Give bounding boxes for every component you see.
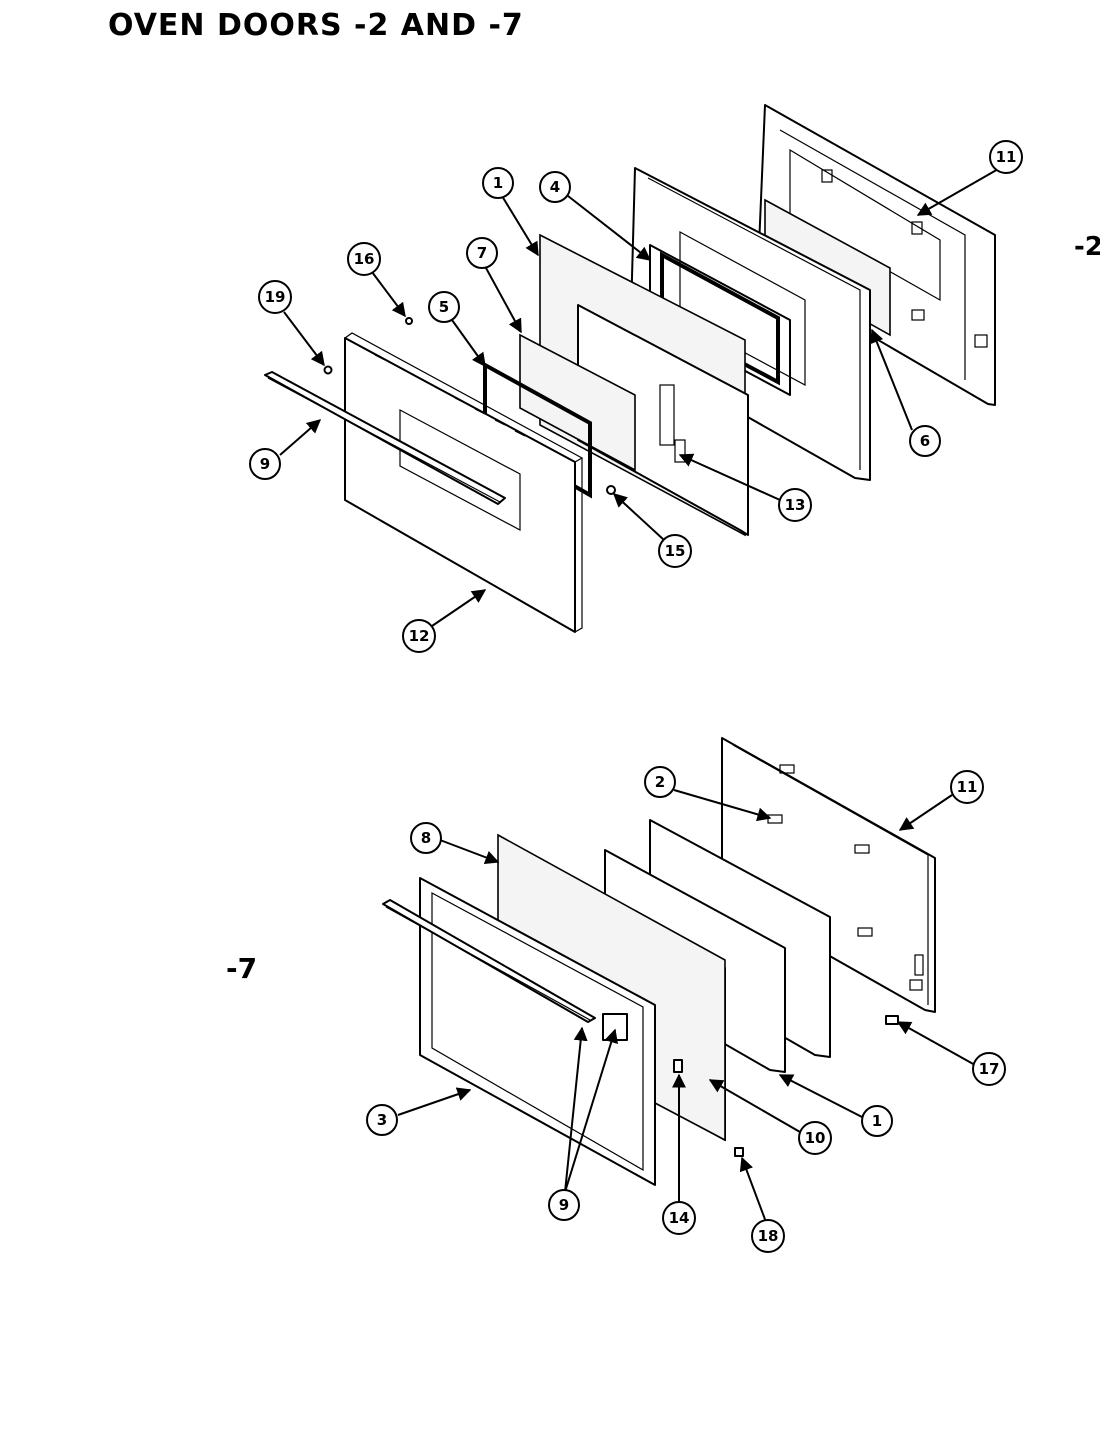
screw-16 [405,317,413,325]
callout-14-text: 14 [669,1209,690,1227]
callout-1-lower: 1 [861,1105,893,1137]
callout-16: 16 [347,242,381,276]
callout-10: 10 [798,1121,832,1155]
callout-16-text: 16 [354,250,375,268]
callout-6: 6 [909,425,941,457]
edge-label: -2 [1074,232,1100,262]
callout-3: 3 [366,1104,398,1136]
callout-13-text: 13 [785,496,806,514]
handle-9 [264,371,506,505]
callout-12-text: 12 [409,627,430,645]
callout-17-text: 17 [979,1060,1000,1078]
callout-10-text: 10 [805,1129,826,1147]
callout-2-text: 2 [655,773,665,791]
variant-label-7: -7 [226,952,258,985]
callout-9-upper-text: 9 [260,455,270,473]
callout-7-text: 7 [477,244,487,262]
callout-8-text: 8 [421,829,431,847]
callout-13: 13 [778,488,812,522]
callout-9-upper: 9 [249,448,281,480]
callout-2: 2 [644,766,676,798]
part-17 [885,1015,899,1025]
callout-15-text: 15 [665,542,686,560]
callout-1-lower-text: 1 [872,1112,882,1130]
callout-4: 4 [539,171,571,203]
callout-18-text: 18 [758,1227,779,1245]
page-title: OVEN DOORS -2 AND -7 [108,8,524,43]
callout-1-text: 1 [493,174,503,192]
callout-11-lower-text: 11 [957,778,978,796]
handle-end-cap [602,1013,628,1041]
callout-18: 18 [751,1219,785,1253]
callout-3-text: 3 [377,1111,387,1129]
callout-11-upper: 11 [989,140,1023,174]
callout-9-lower: 9 [548,1189,580,1221]
part-14 [673,1059,683,1073]
callout-5: 5 [428,291,460,323]
callout-11-upper-text: 11 [996,148,1017,166]
callout-15: 15 [658,534,692,568]
gasket-5 [483,361,592,499]
callout-8: 8 [410,822,442,854]
callout-9-lower-text: 9 [559,1196,569,1214]
callout-6-text: 6 [920,432,930,450]
callout-5-text: 5 [439,298,449,316]
callout-14: 14 [662,1201,696,1235]
callout-4-text: 4 [550,178,560,196]
upper-assembly [264,104,1001,633]
callout-1: 1 [482,167,514,199]
screw-15 [606,485,616,495]
callout-19-text: 19 [265,288,286,306]
callout-11-lower: 11 [950,770,984,804]
lower-assembly [382,737,976,1223]
callout-17: 17 [972,1052,1006,1086]
outer-door-12 [344,332,584,633]
callout-7: 7 [466,237,498,269]
callout-12: 12 [402,619,436,653]
part-18 [734,1147,744,1157]
callout-19: 19 [258,280,292,314]
screw-19 [323,365,333,375]
